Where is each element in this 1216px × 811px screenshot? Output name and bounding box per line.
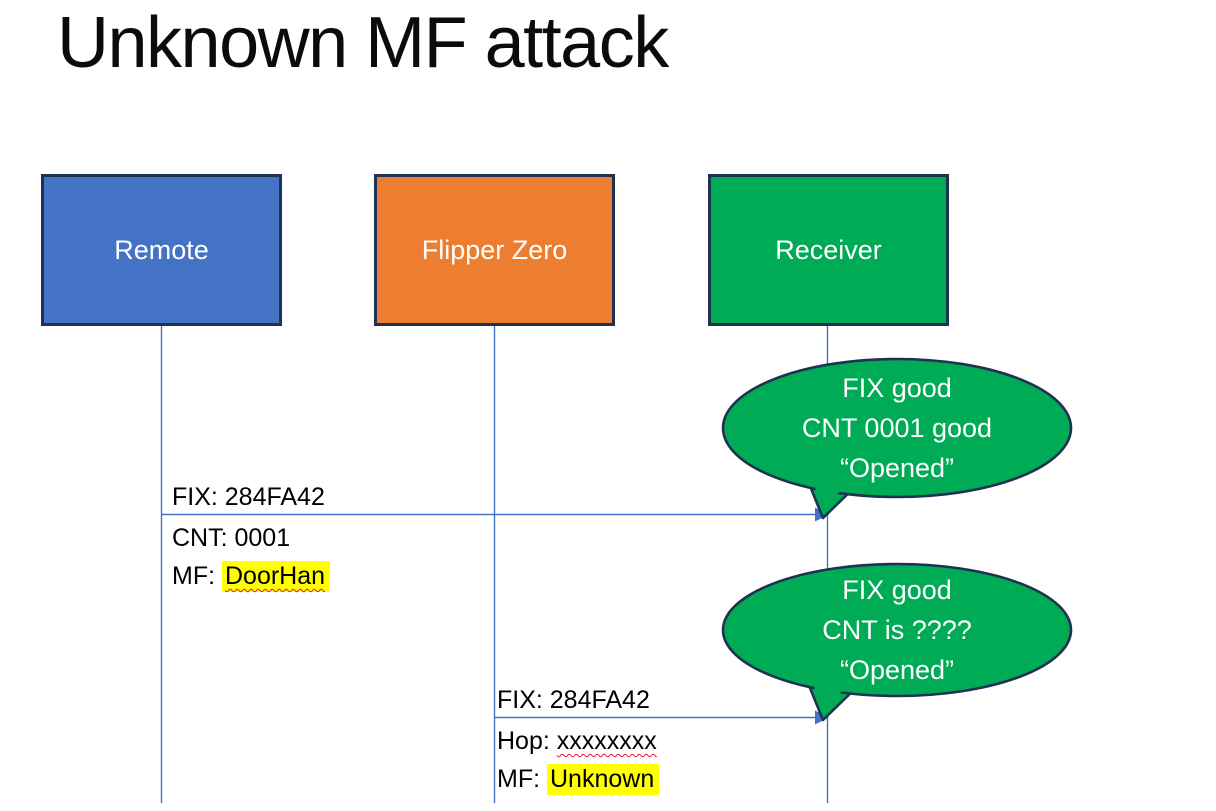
message-1-cnt-line: CNT: 0001 — [172, 519, 330, 557]
message-1-mf-line: MF: DoorHan — [172, 557, 331, 595]
field-prefix: CNT: — [172, 524, 235, 552]
callout-line: CNT 0001 good — [801, 413, 993, 443]
slide-title: Unknown MF attack — [57, 3, 669, 83]
actor-label-remote: Remote — [114, 234, 209, 265]
callout-tail-join — [812, 679, 853, 712]
callout-2-text: FIX good CNT is ???? “Opened” — [723, 570, 1071, 690]
actor-box-flipper-zero: Flipper Zero — [374, 174, 615, 326]
field-value-highlighted: DoorHan — [222, 561, 331, 592]
actor-label-receiver: Receiver — [775, 234, 882, 265]
actor-box-receiver: Receiver — [708, 174, 949, 326]
callout-ellipse — [721, 357, 1073, 499]
actor-box-remote: Remote — [41, 174, 282, 326]
message-2-label-above: FIX: 284FA42 — [497, 686, 650, 714]
callout-line: FIX good — [842, 575, 952, 605]
field-prefix: Hop: — [497, 727, 557, 755]
field-prefix: MF: — [172, 562, 222, 590]
message-2-labels-below: Hop: xxxxxxxx MF: Unknown — [497, 722, 660, 798]
message-2-hop-line: Hop: xxxxxxxx — [497, 722, 659, 760]
message-1-labels-below: CNT: 0001 MF: DoorHan — [172, 519, 331, 595]
callout-line: “Opened” — [839, 453, 955, 483]
callout-1-text: FIX good CNT 0001 good “Opened” — [723, 368, 1071, 488]
callout-bubble-1-shape — [721, 357, 1073, 520]
message-2-mf-line: MF: Unknown — [497, 760, 660, 798]
actor-label-flipper-zero: Flipper Zero — [421, 234, 568, 265]
callout-line: FIX good — [842, 373, 952, 403]
callout-tail-join — [812, 477, 853, 510]
field-value-highlighted: Unknown — [547, 764, 660, 795]
callout-line: CNT is ???? — [822, 615, 972, 645]
field-value: 0001 — [234, 524, 291, 552]
callout-line: “Opened” — [839, 655, 955, 685]
field-value-underlined: xxxxxxxx — [556, 727, 657, 755]
field-prefix: MF: — [497, 765, 547, 793]
callout-bubble-2-shape — [721, 562, 1073, 722]
message-1-label-above: FIX: 284FA42 — [172, 483, 325, 511]
callout-ellipse — [721, 562, 1073, 698]
